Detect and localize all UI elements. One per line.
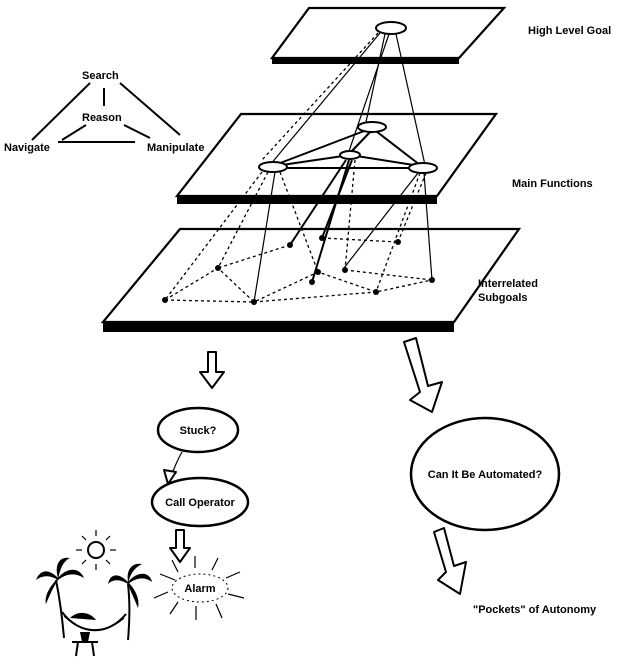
operator-flow: Stuck? Call Operator Alarm [150,406,250,620]
label-alarm: Alarm [184,583,215,595]
label-main-functions: Main Functions [512,178,593,190]
label-manipulate: Manipulate [147,142,204,154]
plane-high-level-goal: High Level Goal [269,6,611,64]
label-reason: Reason [82,112,122,124]
triangle-edge-left [31,82,91,141]
goal-node [375,21,407,35]
hammock-icon [61,611,127,632]
subgoal-node [429,277,435,283]
subgoal-node [395,239,401,245]
plane-subgoals: Interrelated Subgoals [100,227,538,332]
beach-sketch [36,530,152,657]
down-arrow-left [199,351,225,389]
label-pockets-of-autonomy: "Pockets" of Autonomy [473,604,597,616]
subgoal-node [162,297,168,303]
palm-tree-left-icon [36,557,84,639]
subgoal-node [319,235,325,241]
automation-flow: Can It Be Automated? "Pockets" of Autono… [409,416,597,616]
label-interrelated: Interrelated [478,278,538,290]
plane-edge [177,196,437,204]
function-node-center [339,150,361,160]
plane-edge [103,322,454,332]
label-can-automate: Can It Be Automated? [428,469,543,481]
label-stuck: Stuck? [180,425,217,437]
label-search: Search [82,70,119,82]
subgoal-node [342,267,348,273]
palm-tree-right-icon [108,563,152,641]
plane-surface [174,112,499,198]
function-to-subgoal-links [164,159,433,303]
automation-arrow [433,527,467,595]
subgoal-node [251,299,257,305]
plane-edge [272,58,459,64]
label-call-operator: Call Operator [165,497,235,509]
down-arrow-right [403,337,443,413]
function-node-top [357,121,387,133]
main-function-network [258,121,438,174]
stuck-bubble [156,406,240,454]
subgoal-network [162,235,435,305]
operator-to-alarm-arrow [169,529,191,563]
table-icon [72,632,98,657]
subgoal-node [315,269,321,275]
triangle-spoke-left [61,124,87,141]
subgoal-node [215,265,221,271]
triangle-spoke-right [123,124,151,139]
label-high-level-goal: High Level Goal [528,25,611,37]
subgoal-node [287,242,293,248]
sun-icon [76,530,116,570]
call-operator-bubble [150,476,250,528]
function-triangle: Search Reason Navigate Manipulate [4,70,204,154]
alarm-burst [153,556,245,620]
automation-bubble [409,416,561,532]
function-node-left [258,161,288,173]
goal-links [261,32,426,166]
triangle-edge-right [119,82,181,136]
label-navigate: Navigate [4,142,50,154]
function-node-right [408,162,438,174]
label-subgoals: Subgoals [478,292,528,304]
stuck-to-operator-arrow [163,469,177,485]
subgoal-node [309,279,315,285]
subgoal-node [373,289,379,295]
